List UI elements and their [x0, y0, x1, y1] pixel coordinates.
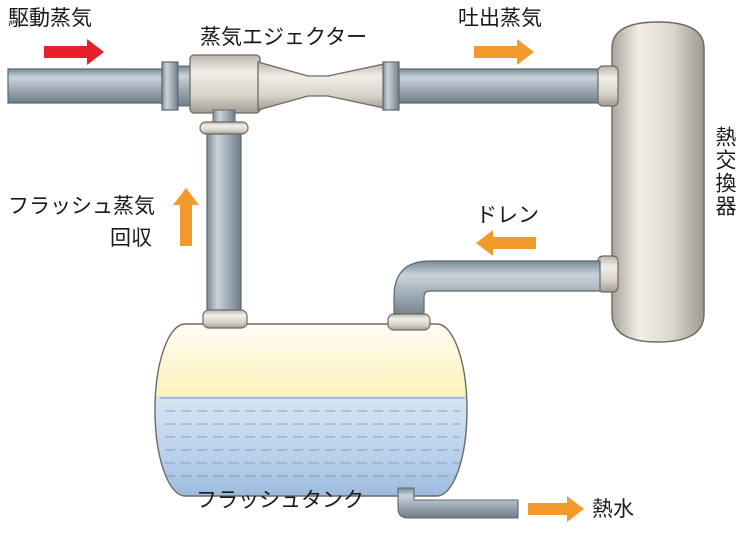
- hot-water-label: 熱水: [592, 497, 634, 521]
- motive-steam-arrow: [44, 39, 104, 65]
- flash-tank: [154, 323, 468, 497]
- heat-exchanger-shell: [611, 21, 705, 343]
- discharge-steam-pipe: [398, 68, 606, 104]
- drain-arrow: [476, 230, 536, 256]
- discharge-steam-label: 吐出蒸気: [458, 6, 542, 30]
- flash-steam-recovery-label-line1: フラッシュ蒸気: [8, 194, 155, 218]
- drain-label: ドレン: [476, 203, 539, 227]
- drain-return-pipe: [393, 260, 601, 319]
- motive-steam-pipe: [7, 68, 169, 104]
- flash-steam-riser-pipe: [206, 131, 242, 315]
- tank-steam-nozzle: [202, 309, 248, 329]
- heat-exchanger-label: 熱交換器: [713, 126, 737, 218]
- flash-steam-recovery-arrow: [173, 188, 199, 246]
- discharge-steam-arrow: [474, 39, 534, 65]
- heat-exchanger-inlet-nozzle: [597, 65, 619, 107]
- tank-water: [155, 396, 467, 496]
- motive-steam-label: 駆動蒸気: [8, 6, 92, 30]
- ejector-diffuser: [257, 61, 385, 111]
- steam-ejector-label: 蒸気エジェクター: [200, 25, 368, 49]
- hot-water-arrow: [528, 496, 584, 522]
- ejector-suction-chamber: [189, 54, 261, 114]
- flash-tank-label: フラッシュタンク: [196, 488, 364, 512]
- inlet-flange: [161, 61, 179, 111]
- outlet-flange: [382, 61, 400, 111]
- hot-water-outlet-pipe: [397, 487, 519, 519]
- flash-steam-recovery-label-line2: 回収: [110, 226, 152, 250]
- heat-exchanger-drain-nozzle: [597, 255, 619, 293]
- ejector-bottom-flange: [199, 121, 249, 135]
- tank-drain-inlet-nozzle: [387, 313, 431, 331]
